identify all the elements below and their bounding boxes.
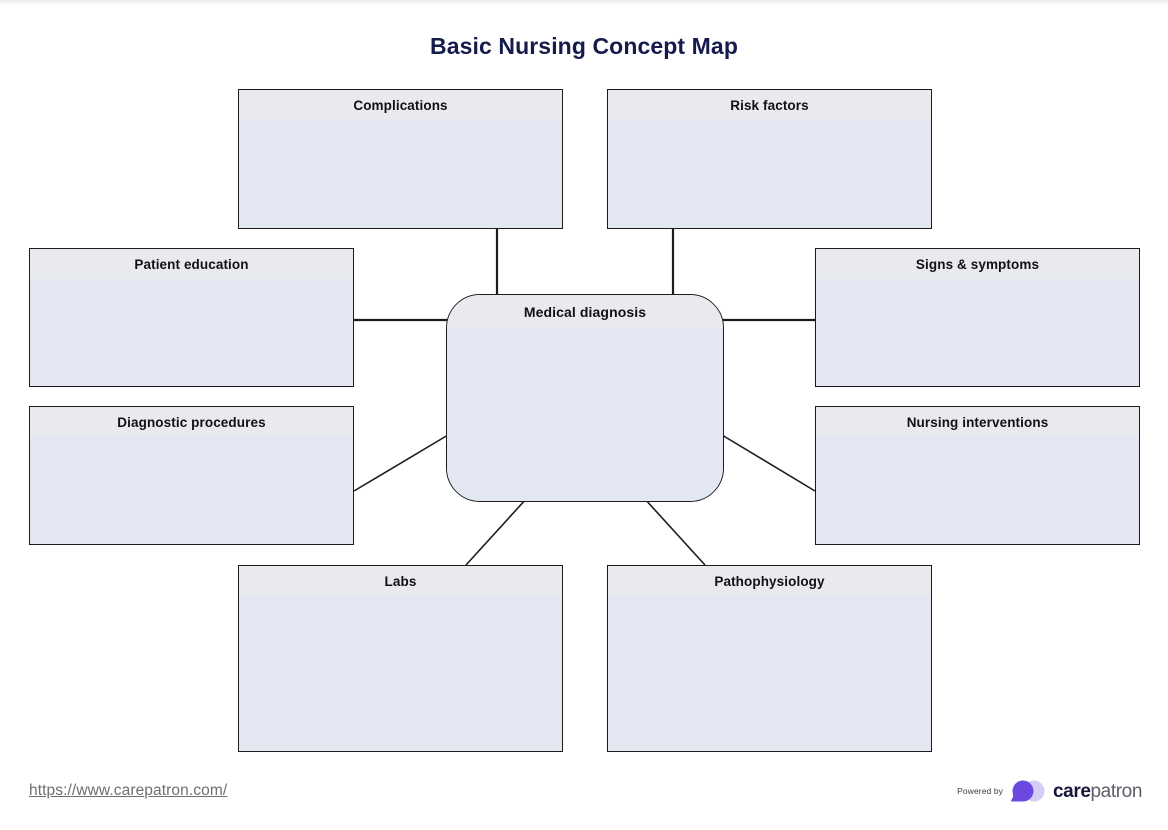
node-content-area[interactable] <box>608 596 931 751</box>
carepatron-url-link[interactable]: https://www.carepatron.com/ <box>29 782 228 799</box>
node-header: Diagnostic procedures <box>30 407 353 437</box>
page-title: Basic Nursing Concept Map <box>430 33 738 59</box>
node-pathophysiology[interactable]: Pathophysiology <box>607 565 932 752</box>
carepatron-logo-icon <box>1011 780 1045 802</box>
page-top-edge <box>0 0 1168 6</box>
node-header: Patient education <box>30 249 353 279</box>
connector-labs <box>465 497 528 566</box>
powered-by-label: Powered by <box>957 786 1004 796</box>
node-content-area[interactable] <box>816 437 1139 544</box>
node-medical-diagnosis[interactable]: Medical diagnosis <box>446 294 724 502</box>
node-label: Risk factors <box>730 97 809 113</box>
node-header: Medical diagnosis <box>447 295 723 329</box>
node-header: Nursing interventions <box>816 407 1139 437</box>
node-content-area[interactable] <box>239 596 562 751</box>
node-content-area[interactable] <box>239 120 562 228</box>
brand-care-text: care <box>1053 780 1091 802</box>
connector-nursing-interventions <box>721 434 816 492</box>
node-label: Diagnostic procedures <box>117 414 266 430</box>
brand-patron-text: patron <box>1090 780 1143 802</box>
node-label: Complications <box>353 97 448 113</box>
node-signs-symptoms[interactable]: Signs & symptoms <box>815 248 1140 387</box>
node-content-area[interactable] <box>30 279 353 386</box>
carepatron-wordmark: carepatron <box>1053 782 1142 801</box>
node-patient-education[interactable]: Patient education <box>29 248 354 387</box>
node-content-area[interactable] <box>608 120 931 228</box>
node-labs[interactable]: Labs <box>238 565 563 752</box>
node-label: Pathophysiology <box>714 573 825 589</box>
node-header: Pathophysiology <box>608 566 931 596</box>
node-label: Labs <box>384 573 417 589</box>
node-content-area[interactable] <box>816 279 1139 386</box>
node-diagnostic-procedures[interactable]: Diagnostic procedures <box>29 406 354 545</box>
node-label: Nursing interventions <box>906 414 1049 430</box>
node-complications[interactable]: Complications <box>238 89 563 229</box>
node-label: Medical diagnosis <box>523 304 647 320</box>
node-nursing-interventions[interactable]: Nursing interventions <box>815 406 1140 545</box>
node-content-area[interactable] <box>447 329 723 499</box>
connector-diagnostic-procedures <box>353 434 449 492</box>
node-header: Labs <box>239 566 562 596</box>
node-label: Patient education <box>134 256 249 272</box>
connector-pathophysiology <box>643 497 706 566</box>
carepatron-brand: Powered by carepatron <box>957 780 1142 802</box>
node-label: Signs & symptoms <box>915 256 1040 272</box>
node-header: Risk factors <box>608 90 931 120</box>
node-header: Complications <box>239 90 562 120</box>
node-risk-factors[interactable]: Risk factors <box>607 89 932 229</box>
node-content-area[interactable] <box>30 437 353 544</box>
node-header: Signs & symptoms <box>816 249 1139 279</box>
